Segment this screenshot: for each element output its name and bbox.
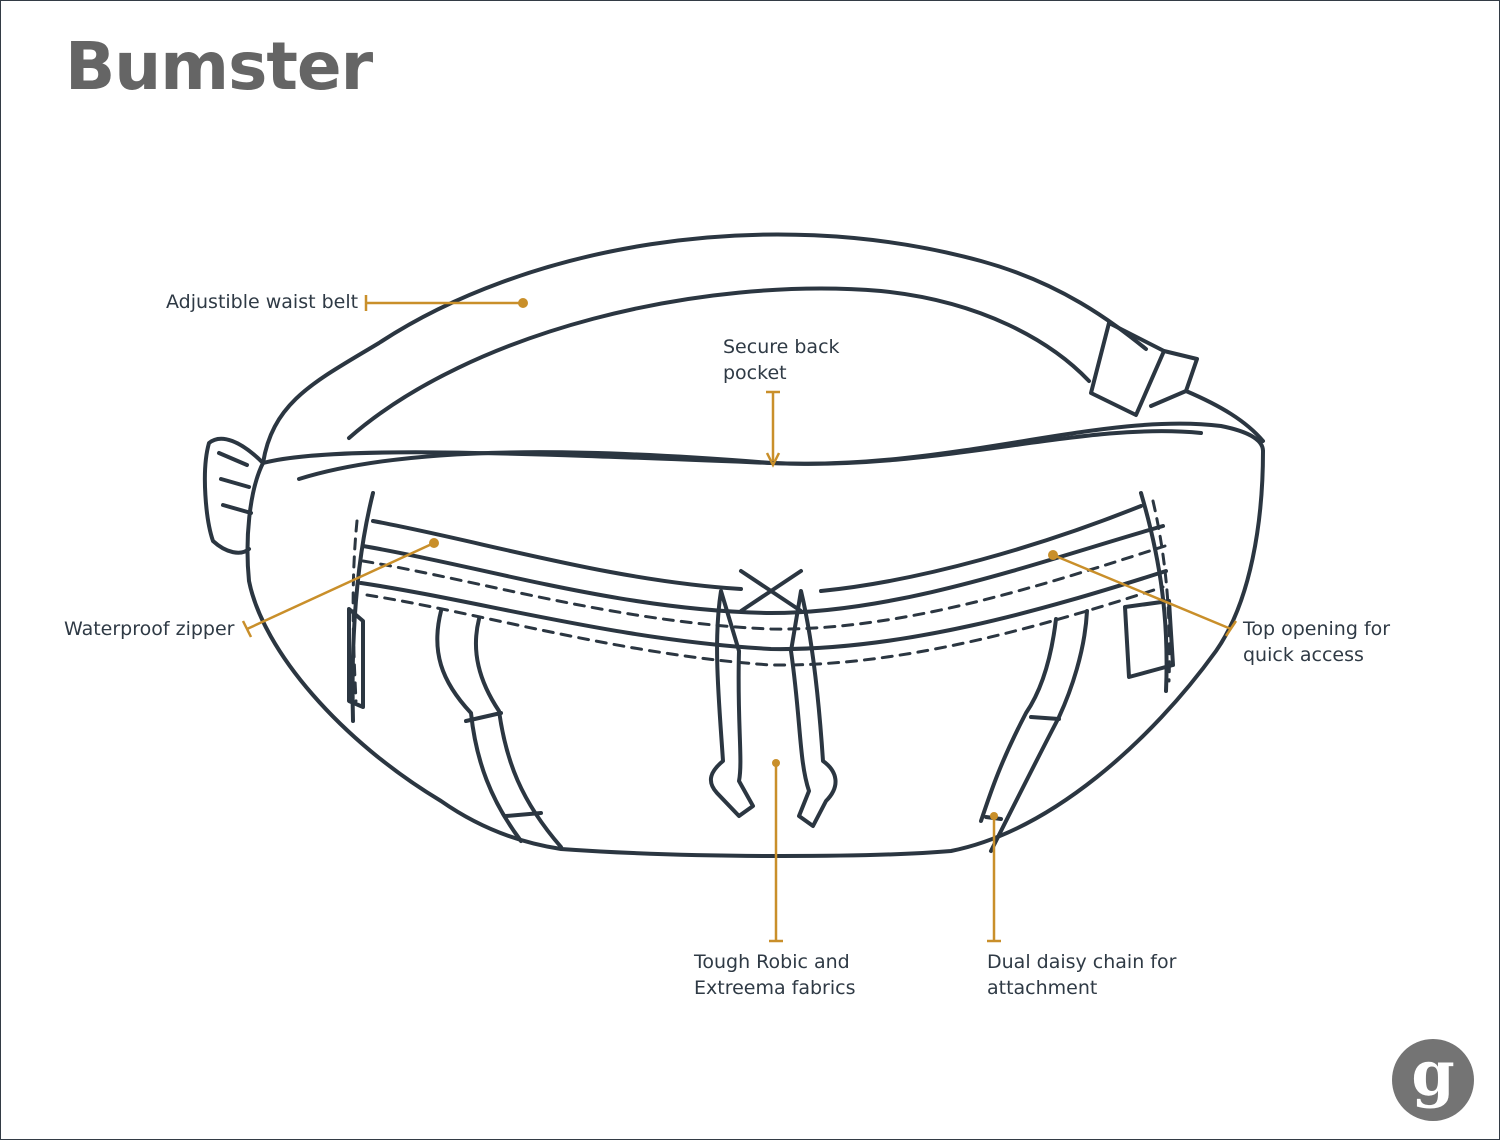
zipper-pull-left <box>708 589 755 818</box>
diagram-title: Bumster <box>65 28 373 105</box>
bag-outline <box>202 232 1265 858</box>
zipper-line <box>361 524 1165 615</box>
buckle-left <box>202 436 265 555</box>
daisy-chain-right <box>979 617 1058 823</box>
g-logo-icon: g <box>1392 1037 1474 1121</box>
callout-line-daisy-chain <box>987 812 1001 943</box>
waist-belt-outer <box>261 232 1148 465</box>
label-back-pocket: Secure back pocket <box>723 336 840 384</box>
waist-belt-inner <box>347 286 1091 440</box>
callout-lines <box>241 295 1238 943</box>
callout-line-zipper <box>241 538 439 638</box>
label-fabrics: Tough Robic and Extreema fabrics <box>694 951 856 999</box>
belt-slider <box>1089 321 1166 417</box>
daisy-chain-left <box>435 609 523 843</box>
label-zipper: Waterproof zipper <box>64 618 235 640</box>
callout-line-top-opening <box>1048 550 1238 637</box>
callout-line-waist-belt <box>364 295 528 311</box>
back-pocket-seam <box>297 429 1203 481</box>
callout-line-back-pocket <box>765 390 781 468</box>
callout-line-fabrics <box>769 759 783 943</box>
label-waist-belt: Adjustible waist belt <box>166 291 359 313</box>
label-daisy-chain: Dual daisy chain for attachment <box>987 951 1177 999</box>
label-top-opening: Top opening for quick access <box>1243 618 1391 666</box>
svg-text:g: g <box>1411 1037 1454 1110</box>
stitching <box>351 499 1171 703</box>
bag-body <box>245 449 1265 858</box>
